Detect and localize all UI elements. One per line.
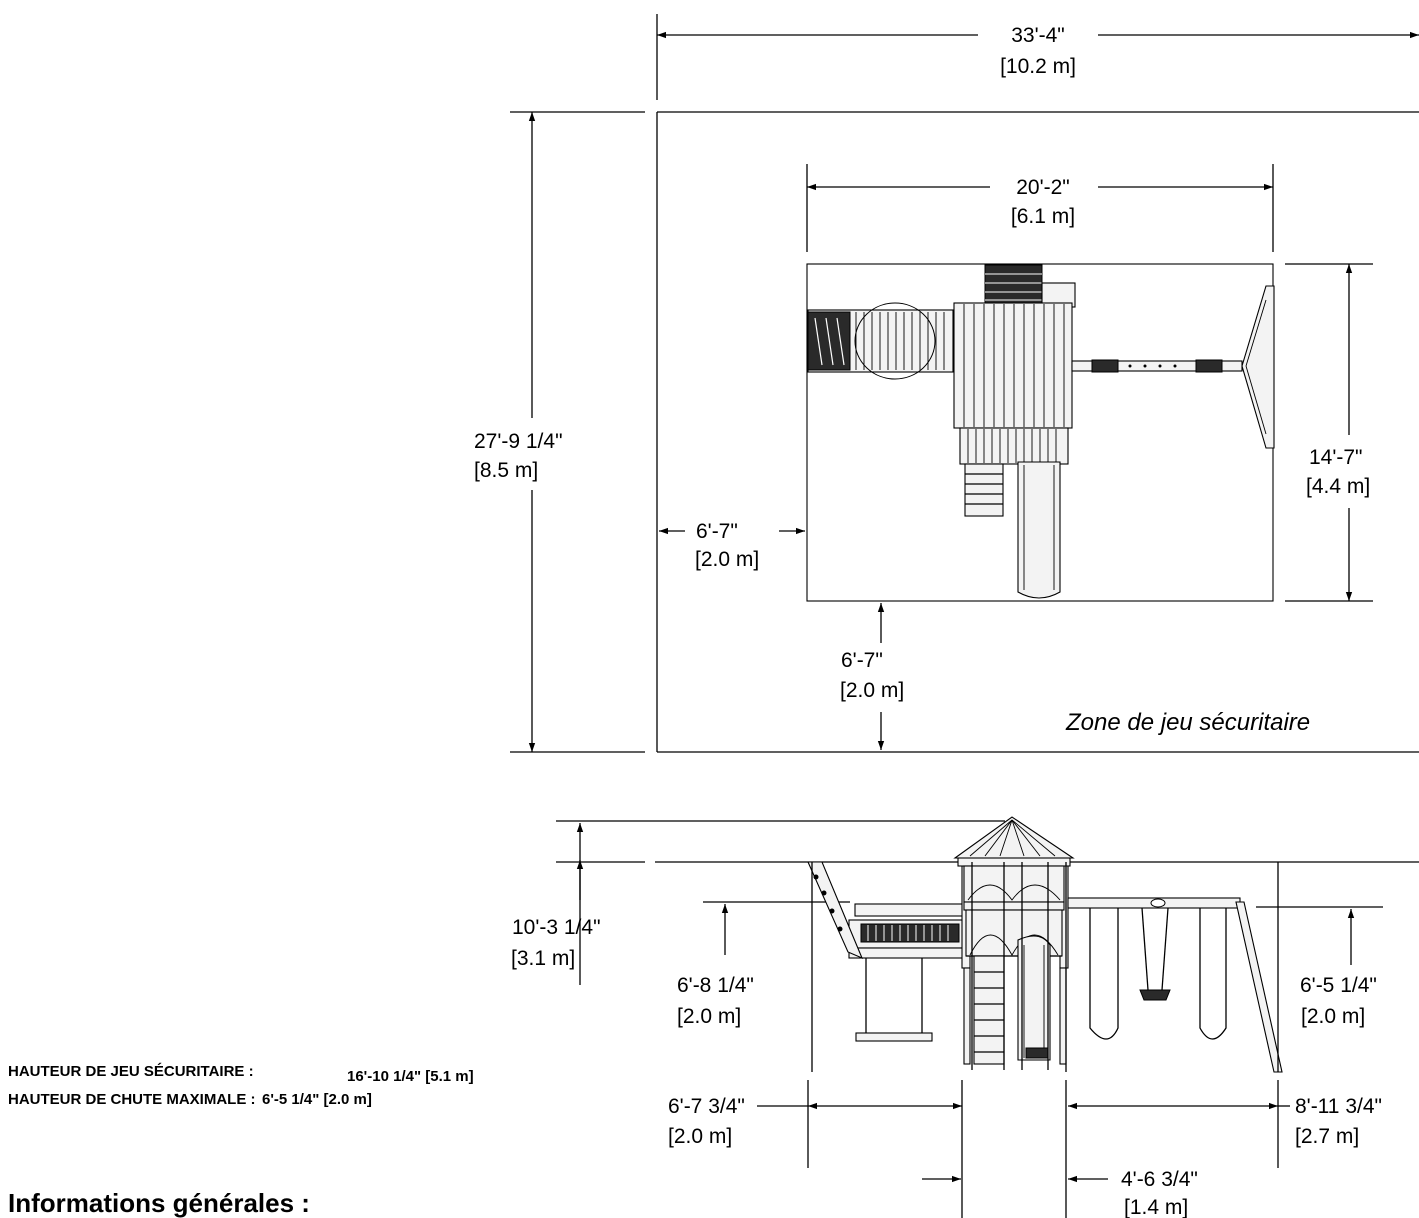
safe-zone-boundary bbox=[656, 111, 1419, 753]
unit-depth-ft: 14'-7" bbox=[1309, 446, 1363, 469]
right-span-m: [2.7 m] bbox=[1295, 1125, 1359, 1148]
overall-width-ft: 33'-4" bbox=[1011, 24, 1065, 47]
unit-depth-m: [4.4 m] bbox=[1306, 475, 1370, 498]
center-span-ft: 4'-6 3/4" bbox=[1121, 1168, 1198, 1191]
total-height-m: [3.1 m] bbox=[511, 947, 575, 970]
right-span-ft: 8'-11 3/4" bbox=[1295, 1095, 1382, 1118]
overall-width-m: [10.2 m] bbox=[1000, 55, 1076, 78]
unit-width-dimension: 20'-2" [6.1 m] bbox=[806, 164, 1274, 252]
left-span-m: [2.0 m] bbox=[668, 1125, 732, 1148]
right-span-dimension: 8'-11 3/4" [2.7 m] bbox=[1068, 1080, 1382, 1168]
swing-height-dimension: 6'-5 1/4" [2.0 m] bbox=[1256, 906, 1383, 1028]
side-clearance-dimension: 6'-7" [2.0 m] bbox=[659, 520, 805, 571]
overall-depth-dimension: 27'-9 1/4" [8.5 m] bbox=[474, 111, 645, 753]
plan-view: 33'-4" [10.2 m] 27'-9 1/4" [8.5 m] 20'-2… bbox=[474, 14, 1419, 753]
front-clearance-m: [2.0 m] bbox=[840, 679, 904, 702]
max-fall-height-value: 6'-5 1/4" [2.0 m] bbox=[262, 1091, 372, 1108]
overall-width-dimension: 33'-4" [10.2 m] bbox=[656, 14, 1419, 100]
safe-play-height-label: HAUTEUR DE JEU SÉCURITAIRE : bbox=[8, 1063, 254, 1080]
overall-depth-m: [8.5 m] bbox=[474, 459, 538, 482]
section-title: Informations générales : bbox=[8, 1188, 310, 1218]
safe-zone-label: Zone de jeu sécuritaire bbox=[1065, 709, 1310, 736]
safe-play-height-value: 16'-10 1/4" [5.1 m] bbox=[347, 1068, 474, 1085]
playset-elevation bbox=[807, 816, 1283, 1073]
deck-height-dimension: 6'-8 1/4" [2.0 m] bbox=[677, 901, 850, 1028]
center-span-dimension: 4'-6 3/4" [1.4 m] bbox=[1065, 1080, 1198, 1218]
playset-top-view bbox=[807, 264, 1275, 599]
center-span-m: [1.4 m] bbox=[1124, 1196, 1188, 1218]
front-clearance-dimension: 6'-7" [2.0 m] bbox=[840, 603, 904, 750]
elevation-view: 10'-3 1/4" [3.1 m] 6'-8 1/4" [2.0 m] 6'-… bbox=[511, 816, 1419, 1218]
left-span-ft: 6'-7 3/4" bbox=[668, 1095, 745, 1118]
specifications: HAUTEUR DE JEU SÉCURITAIRE : 16'-10 1/4"… bbox=[8, 1063, 474, 1108]
unit-depth-dimension: 14'-7" [4.4 m] bbox=[1285, 263, 1373, 602]
unit-width-ft: 20'-2" bbox=[1016, 176, 1070, 199]
total-height-ft: 10'-3 1/4" bbox=[512, 916, 601, 939]
left-span-dimension: 6'-7 3/4" [2.0 m] bbox=[668, 1080, 963, 1218]
swing-height-ft: 6'-5 1/4" bbox=[1300, 974, 1377, 997]
total-height-dimension: 10'-3 1/4" [3.1 m] bbox=[511, 820, 1005, 985]
swing-height-m: [2.0 m] bbox=[1301, 1005, 1365, 1028]
front-clearance-ft: 6'-7" bbox=[841, 649, 883, 672]
deck-height-m: [2.0 m] bbox=[677, 1005, 741, 1028]
side-clearance-m: [2.0 m] bbox=[695, 548, 759, 571]
deck-height-ft: 6'-8 1/4" bbox=[677, 974, 754, 997]
unit-width-m: [6.1 m] bbox=[1011, 205, 1075, 228]
side-clearance-ft: 6'-7" bbox=[696, 520, 738, 543]
max-fall-height-label: HAUTEUR DE CHUTE MAXIMALE : bbox=[8, 1091, 256, 1108]
overall-depth-ft: 27'-9 1/4" bbox=[474, 430, 563, 453]
